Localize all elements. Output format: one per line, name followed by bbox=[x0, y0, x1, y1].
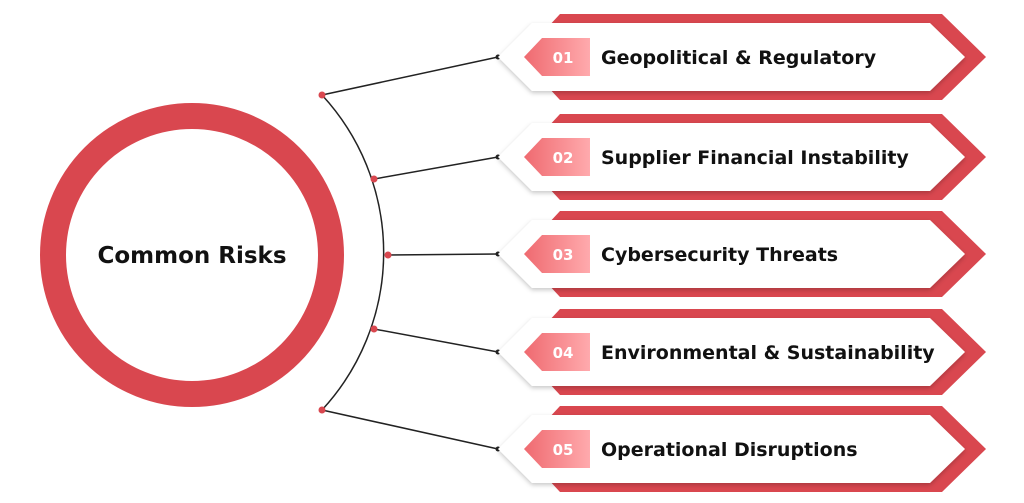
risk-item-label: Environmental & Sustainability bbox=[601, 342, 935, 364]
hub-label: Common Risks bbox=[97, 243, 286, 269]
connector-dot bbox=[370, 175, 378, 183]
risk-item-label: Geopolitical & Regulatory bbox=[601, 47, 877, 69]
risk-item-number: 05 bbox=[553, 441, 574, 459]
risk-item-card bbox=[498, 123, 965, 191]
risk-item-label: Operational Disruptions bbox=[601, 439, 858, 461]
risk-item-card bbox=[498, 220, 965, 288]
connector-line bbox=[387, 253, 499, 256]
hub-ring bbox=[40, 103, 344, 407]
risk-item: 03 Cybersecurity Threats bbox=[498, 211, 986, 297]
hub: Common Risks bbox=[40, 103, 344, 407]
risk-item-number: 02 bbox=[553, 149, 574, 167]
risk-item-label: Cybersecurity Threats bbox=[601, 244, 838, 266]
risk-item-number: 03 bbox=[553, 246, 574, 264]
risk-item-card bbox=[498, 415, 965, 483]
connector-line bbox=[373, 328, 499, 353]
risk-item: 02 Supplier Financial Instability bbox=[498, 114, 986, 200]
connector-dot bbox=[318, 406, 326, 414]
connector-line bbox=[321, 409, 499, 450]
risk-item: 05 Operational Disruptions bbox=[498, 406, 986, 492]
risk-item-badge bbox=[524, 333, 590, 371]
risk-item-label: Supplier Financial Instability bbox=[601, 147, 909, 169]
risk-item: 04 Environmental & Sustainability bbox=[498, 309, 986, 395]
risk-items: 01 Geopolitical & Regulatory 02 Supplier Fi… bbox=[498, 14, 986, 492]
risk-item-card bbox=[498, 23, 965, 91]
connector-line bbox=[373, 156, 499, 180]
connector-dot bbox=[370, 325, 378, 333]
risk-item-card bbox=[498, 318, 965, 386]
risk-item-badge bbox=[524, 138, 590, 176]
connector-line bbox=[321, 56, 499, 96]
risk-item-badge bbox=[524, 235, 590, 273]
risk-item-number: 01 bbox=[553, 49, 574, 67]
connector-arc bbox=[321, 94, 385, 411]
risk-item-badge bbox=[524, 430, 590, 468]
risk-item: 01 Geopolitical & Regulatory bbox=[498, 14, 986, 100]
risk-item-number: 04 bbox=[553, 344, 574, 362]
connector-dot bbox=[384, 251, 392, 259]
risk-item-badge bbox=[524, 38, 590, 76]
connector-dot bbox=[318, 91, 326, 99]
connectors bbox=[318, 54, 501, 452]
